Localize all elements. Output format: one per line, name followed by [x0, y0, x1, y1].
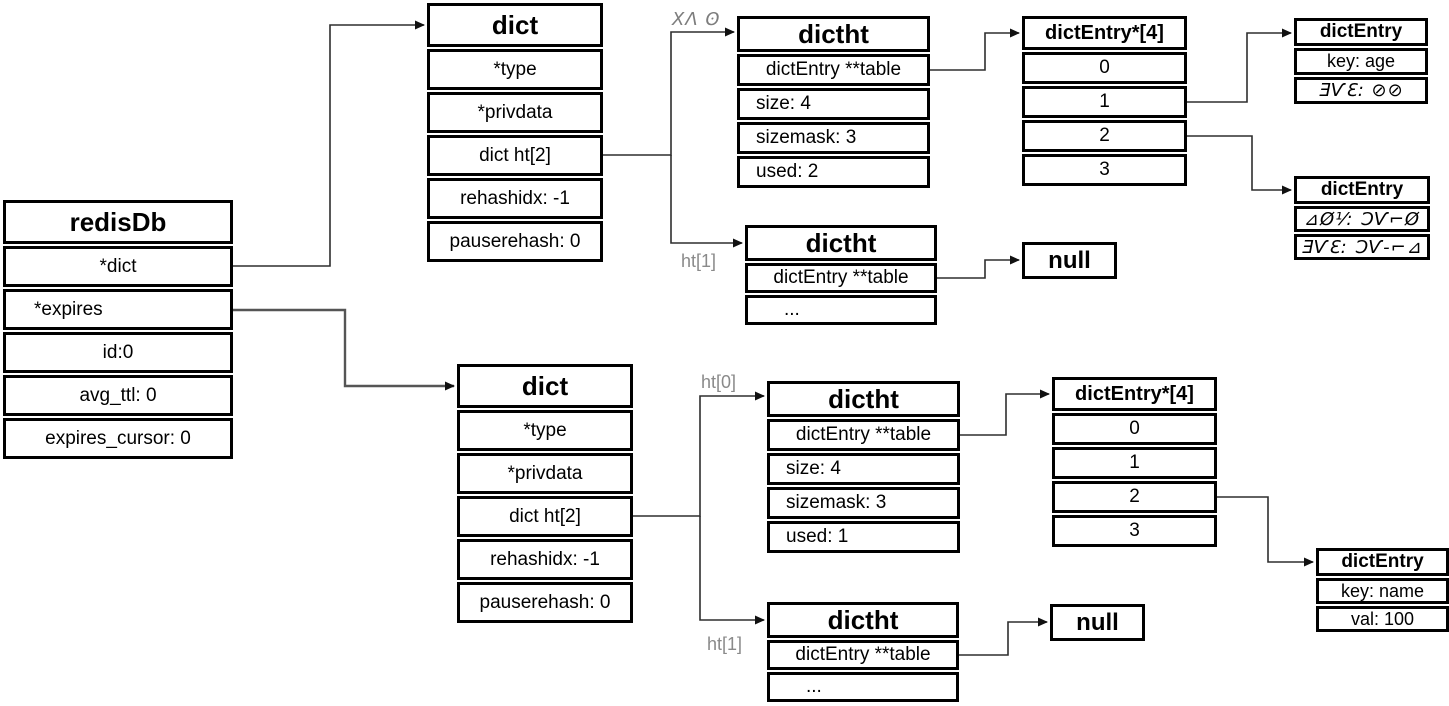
- dictht-top-ht0: dictht dictEntry **table size: 4 sizemas…: [737, 16, 930, 188]
- dictht-bottom0-used: used: 1: [767, 521, 960, 553]
- connector-dict-pointer: [233, 20, 425, 267]
- dictht-bottom1-ellipsis: ...: [767, 672, 959, 702]
- dict-top-field-privdata: *privdata: [427, 92, 603, 133]
- dict-top-field-ht2: dict ht[2]: [427, 135, 603, 176]
- arr-top-title: dictEntry*[4]: [1022, 16, 1187, 50]
- redisdb-title: redisDb: [3, 200, 233, 244]
- dictht-bottom-ht1: dictht dictEntry **table ...: [767, 602, 959, 702]
- connector-bottom-slot2-entry: [1217, 496, 1314, 567]
- label-ht1-bottom: ht[1]: [707, 634, 743, 654]
- null-top-label: null: [1022, 242, 1117, 279]
- dictht-bottom0-title: dictht: [767, 381, 960, 417]
- entry-garbled-title: dictEntry: [1294, 176, 1430, 204]
- redisdb-field-avgttl: avg_ttl: 0: [3, 375, 233, 416]
- arr-bottom-slot-1: 1: [1052, 447, 1217, 479]
- dict-struct-top: dict *type *privdata dict ht[2] rehashid…: [427, 3, 603, 262]
- dictht-bottom0-size: size: 4: [767, 453, 960, 485]
- dict-top-field-type: *type: [427, 49, 603, 90]
- dictentry-array-top: dictEntry*[4] 0 1 2 3: [1022, 16, 1187, 186]
- dictht-top1-table: dictEntry **table: [745, 263, 937, 293]
- connector-slot1-entry: [1187, 28, 1292, 103]
- entry-age-title: dictEntry: [1294, 18, 1428, 46]
- entry-age-val-garbled: ƎѴƐ: ⊘⊘: [1294, 77, 1428, 104]
- dictentry-age: dictEntry key: age ƎѴƐ: ⊘⊘: [1294, 18, 1428, 104]
- dict-bottom-title: dict: [457, 364, 633, 408]
- dict-top-field-pauserehash: pauserehash: 0: [427, 221, 603, 262]
- dictht-top0-sizemask: sizemask: 3: [737, 122, 930, 154]
- label-ht0-bottom: ht[0]: [701, 372, 737, 392]
- connector-bottom-ht1: [699, 516, 765, 625]
- arr-bottom-slot-2: 2: [1052, 481, 1217, 513]
- dictht-bottom-ht0: dictht dictEntry **table size: 4 sizemas…: [767, 381, 960, 553]
- dictentry-array-bottom: dictEntry*[4] 0 1 2 3: [1052, 377, 1217, 547]
- entry-name-val: val: 100: [1316, 606, 1449, 632]
- dictht-bottom1-title: dictht: [767, 602, 959, 638]
- entry-name-title: dictEntry: [1316, 548, 1449, 576]
- redisdb-field-expirescursor: expires_cursor: 0: [3, 418, 233, 459]
- redisdb-field-id: id:0: [3, 332, 233, 373]
- connector-top-table: [930, 28, 1020, 71]
- dictht-bottom0-table: dictEntry **table: [767, 419, 960, 451]
- dictentry-garbled: dictEntry ⊿Ø⅟: ƆѴ⌐Ø ƎѴƐ: ƆѴ-⌐⊿: [1294, 176, 1430, 260]
- arr-top-slot-2: 2: [1022, 120, 1187, 152]
- dictht-top0-size: size: 4: [737, 88, 930, 120]
- dict-top-field-rehashidx: rehashidx: -1: [427, 178, 603, 219]
- arr-bottom-slot-0: 0: [1052, 413, 1217, 445]
- connector-top-ht1: [670, 155, 743, 248]
- connector-slot2-entry: [1187, 135, 1292, 195]
- dictht-bottom0-sizemask: sizemask: 3: [767, 487, 960, 519]
- entry-name-key: key: name: [1316, 578, 1449, 604]
- connector-bottom-ht0: [633, 391, 765, 517]
- redisdb-struct: redisDb *dict *expires id:0 avg_ttl: 0 e…: [3, 200, 233, 459]
- label-ht0-top-garbled: ΧΛ ʘ: [672, 9, 721, 30]
- dict-bottom-field-rehashidx: rehashidx: -1: [457, 539, 633, 580]
- connector-bottom-table: [960, 389, 1050, 436]
- dict-top-title: dict: [427, 3, 603, 47]
- dict-bottom-field-ht2: dict ht[2]: [457, 496, 633, 537]
- connector-top-null: [937, 255, 1020, 279]
- dictentry-name: dictEntry key: name val: 100: [1316, 548, 1449, 632]
- redisdb-field-dict: *dict: [3, 246, 233, 287]
- entry-garbled-val: ƎѴƐ: ƆѴ-⌐⊿: [1294, 234, 1430, 260]
- dict-bottom-field-pauserehash: pauserehash: 0: [457, 582, 633, 623]
- null-box-bottom: null: [1050, 604, 1145, 641]
- dictht-top-ht1: dictht dictEntry **table ...: [745, 225, 937, 325]
- dict-bottom-field-privdata: *privdata: [457, 453, 633, 494]
- arr-bottom-slot-3: 3: [1052, 515, 1217, 547]
- redisdb-field-expires: *expires: [3, 289, 233, 330]
- arr-bottom-title: dictEntry*[4]: [1052, 377, 1217, 411]
- dict-struct-bottom: dict *type *privdata dict ht[2] rehashid…: [457, 364, 633, 623]
- dictht-top0-table: dictEntry **table: [737, 54, 930, 86]
- entry-garbled-key: ⊿Ø⅟: ƆѴ⌐Ø: [1294, 206, 1430, 232]
- entry-age-key: key: age: [1294, 48, 1428, 75]
- dictht-top0-title: dictht: [737, 16, 930, 52]
- arr-top-slot-0: 0: [1022, 52, 1187, 84]
- dictht-top1-title: dictht: [745, 225, 937, 261]
- dictht-top0-used: used: 2: [737, 156, 930, 188]
- connector-expires-pointer: [233, 308, 455, 391]
- label-ht1-top: ht[1]: [681, 251, 717, 271]
- null-box-top: null: [1022, 242, 1117, 279]
- dictht-top1-ellipsis: ...: [745, 295, 937, 325]
- null-bottom-label: null: [1050, 604, 1145, 641]
- arr-top-slot-3: 3: [1022, 154, 1187, 186]
- connector-top-ht0: [603, 27, 735, 156]
- connector-bottom-null: [959, 617, 1048, 656]
- arr-top-slot-1: 1: [1022, 86, 1187, 118]
- dictht-bottom1-table: dictEntry **table: [767, 640, 959, 670]
- dict-bottom-field-type: *type: [457, 410, 633, 451]
